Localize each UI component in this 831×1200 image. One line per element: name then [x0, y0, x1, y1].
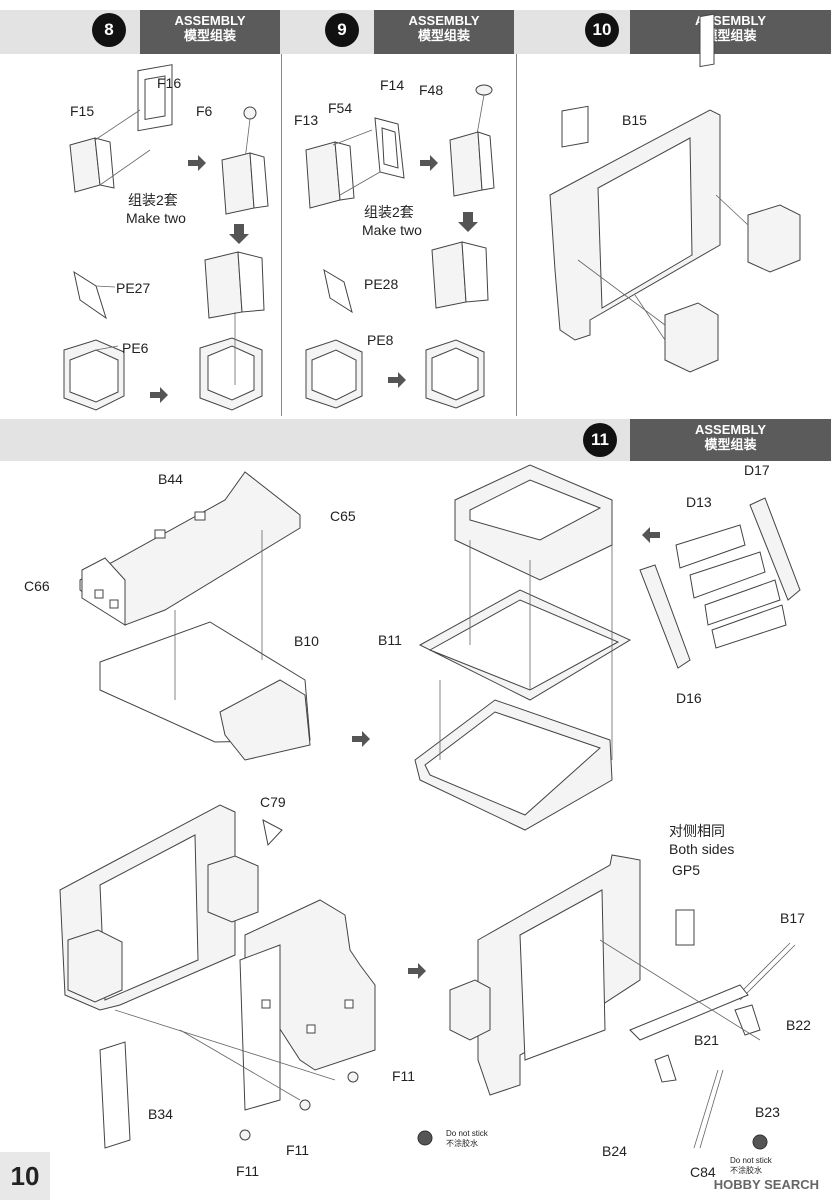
- step-header-title-cn: 模型组装: [704, 28, 757, 43]
- part-label-f11: F11: [236, 1163, 260, 1179]
- make-two-cn: 组装2套: [364, 204, 414, 220]
- part-label-f16: F16: [157, 75, 182, 91]
- part-label-b15: B15: [622, 112, 647, 128]
- do-not-stick-cn: 不涂胶水: [446, 1139, 478, 1148]
- part-label-pe8: PE8: [367, 332, 394, 348]
- make-two-en: Make two: [126, 210, 186, 226]
- page-number: 10: [0, 1152, 50, 1200]
- part-label-b23: B23: [755, 1104, 780, 1120]
- part-label-c79: C79: [260, 794, 286, 810]
- do-not-stick-en: Do not stick: [446, 1129, 488, 1138]
- step-number-11: 11: [583, 423, 617, 457]
- part-label-c65: C65: [330, 508, 356, 524]
- step-header-8: ASSEMBLY 模型组装: [140, 10, 280, 54]
- part-label-gp5: GP5: [672, 862, 701, 878]
- part-label-f48: F48: [419, 82, 444, 98]
- part-label-d13: D13: [686, 494, 712, 510]
- part-label-b21: B21: [694, 1032, 719, 1048]
- step9-jerrycan-frame: [305, 84, 495, 409]
- step-header-title-cn: 模型组装: [704, 437, 757, 452]
- do-not-stick-en: Do not stick: [730, 1156, 772, 1165]
- part-label-pe28: PE28: [364, 276, 399, 292]
- step-header-title-cn: 模型组装: [183, 28, 236, 43]
- both-sides-en: Both sides: [669, 841, 735, 857]
- part-label-f6: F6: [196, 103, 213, 119]
- part-label-d17: D17: [744, 462, 770, 478]
- step11-rear-wall-install: [59, 804, 433, 1149]
- step-number-10: 10: [585, 13, 619, 47]
- part-label-c84: C84: [690, 1164, 716, 1180]
- part-label-pe27: PE27: [116, 280, 151, 296]
- watermark: HOBBY SEARCH: [713, 1177, 819, 1192]
- step11-body-shell: [79, 471, 370, 761]
- part-label-f11: F11: [392, 1068, 416, 1084]
- step-number-9: 9: [325, 13, 359, 47]
- divider-step9-10: [516, 54, 517, 416]
- part-label-b34: B34: [148, 1106, 173, 1122]
- part-label-d16: D16: [676, 690, 702, 706]
- step-header-title: ASSEMBLY: [408, 13, 480, 28]
- part-label-b44: B44: [158, 471, 183, 487]
- step-header-9: ASSEMBLY 模型组装: [374, 10, 514, 54]
- part-label-b22: B22: [786, 1017, 811, 1033]
- step11-floor-assembly: [414, 464, 801, 831]
- part-label-b17: B17: [780, 910, 805, 926]
- make-two-cn: 组装2套: [128, 192, 178, 208]
- make-two-en: Make two: [362, 222, 422, 238]
- do-not-stick-note: Do not stick 不涂胶水: [730, 1156, 772, 1176]
- part-label-b10: B10: [294, 633, 319, 649]
- part-label-b11: B11: [378, 632, 402, 648]
- do-not-stick-cn: 不涂胶水: [730, 1166, 762, 1175]
- step-header-title-cn: 模型组装: [417, 28, 470, 43]
- step-header-11: ASSEMBLY 模型组装: [630, 419, 831, 461]
- part-label-f14: F14: [380, 77, 405, 93]
- part-label-f13: F13: [294, 112, 319, 128]
- step11-side-rails: [449, 854, 796, 1150]
- do-not-stick-note: Do not stick 不涂胶水: [446, 1129, 488, 1149]
- part-label-b24: B24: [602, 1143, 627, 1159]
- part-label-f54: F54: [328, 100, 353, 116]
- divider-step8-9: [281, 54, 282, 416]
- step10-rear-wall: [549, 13, 801, 373]
- part-label-pe6: PE6: [122, 340, 149, 356]
- both-sides-cn: 对侧相同: [669, 823, 725, 839]
- step-number-8: 8: [92, 13, 126, 47]
- step-header-title: ASSEMBLY: [174, 13, 246, 28]
- part-label-c66: C66: [24, 578, 50, 594]
- step-header-title: ASSEMBLY: [694, 422, 767, 437]
- step8-jerrycan-frame: [63, 64, 269, 411]
- part-label-f15: F15: [70, 103, 95, 119]
- part-label-f11: F11: [286, 1142, 310, 1158]
